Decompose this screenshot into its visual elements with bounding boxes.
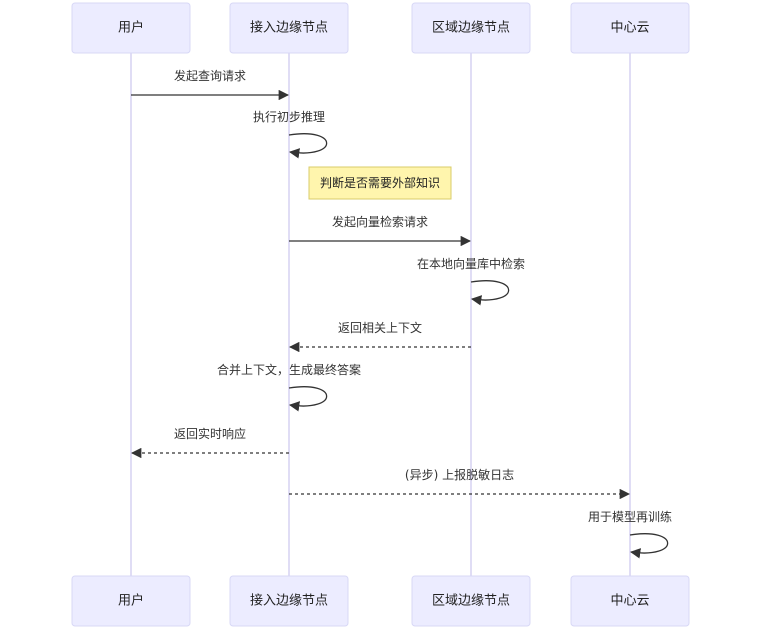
- step-message: 发起查询请求: [131, 68, 290, 101]
- participant-user-top[interactable]: 用户: [71, 2, 191, 54]
- participant-cloud-top[interactable]: 中心云: [570, 2, 690, 54]
- message-label: 返回相关上下文: [338, 320, 422, 335]
- participant-regional_edge-top[interactable]: 区域边缘节点: [411, 2, 531, 54]
- step-self: 执行初步推理: [253, 110, 328, 159]
- step-self: 合并上下文，生成最终答案: [217, 362, 361, 412]
- participant-box: [229, 575, 349, 627]
- participant-box: [570, 575, 690, 627]
- participant-box: [411, 2, 531, 54]
- message-label: 返回实时响应: [174, 426, 246, 441]
- participant-box: [71, 2, 191, 54]
- self-message-label: 用于模型再训练: [588, 509, 672, 524]
- note-label: 判断是否需要外部知识: [320, 175, 440, 190]
- message-label: 发起向量检索请求: [332, 214, 428, 229]
- participant-regional_edge-bottom[interactable]: 区域边缘节点: [411, 575, 531, 627]
- participant-label: 区域边缘节点: [432, 594, 510, 609]
- self-message-label: 在本地向量库中检索: [417, 256, 525, 271]
- participant-label: 用户: [118, 20, 144, 36]
- self-message-arrow[interactable]: [470, 280, 510, 306]
- participant-label: 中心云: [610, 594, 649, 609]
- self-message-label: 执行初步推理: [253, 110, 325, 124]
- participant-box: [229, 2, 349, 54]
- participant-label: 中心云: [610, 21, 649, 36]
- step-message: 返回相关上下文: [288, 320, 471, 353]
- participant-access_edge-top[interactable]: 接入边缘节点: [229, 2, 349, 54]
- participant-box: [411, 575, 531, 627]
- note-box: [308, 166, 452, 200]
- participant-label: 用户: [118, 593, 144, 609]
- message-label: (异步) 上报脱敏日志: [405, 467, 514, 482]
- step-message: 返回实时响应: [130, 426, 289, 459]
- step-self: 用于模型再训练: [588, 509, 672, 559]
- participant-box: [71, 575, 191, 627]
- participant-access_edge-bottom[interactable]: 接入边缘节点: [229, 575, 349, 627]
- participant-label: 区域边缘节点: [432, 21, 510, 36]
- step-message: (异步) 上报脱敏日志: [289, 467, 631, 500]
- message-label: 发起查询请求: [174, 68, 246, 83]
- self-message-label: 合并上下文，生成最终答案: [217, 362, 361, 377]
- step-note: 判断是否需要外部知识: [308, 166, 452, 200]
- self-message-arrow[interactable]: [288, 133, 328, 159]
- participant-box: [570, 2, 690, 54]
- participant-label: 接入边缘节点: [250, 593, 328, 609]
- participant-user-bottom[interactable]: 用户: [71, 575, 191, 627]
- step-self: 在本地向量库中检索: [417, 256, 525, 306]
- self-message-arrow[interactable]: [288, 386, 328, 412]
- self-message-arrow[interactable]: [629, 533, 669, 559]
- step-message: 发起向量检索请求: [289, 214, 472, 247]
- participant-label: 接入边缘节点: [250, 20, 328, 36]
- participant-cloud-bottom[interactable]: 中心云: [570, 575, 690, 627]
